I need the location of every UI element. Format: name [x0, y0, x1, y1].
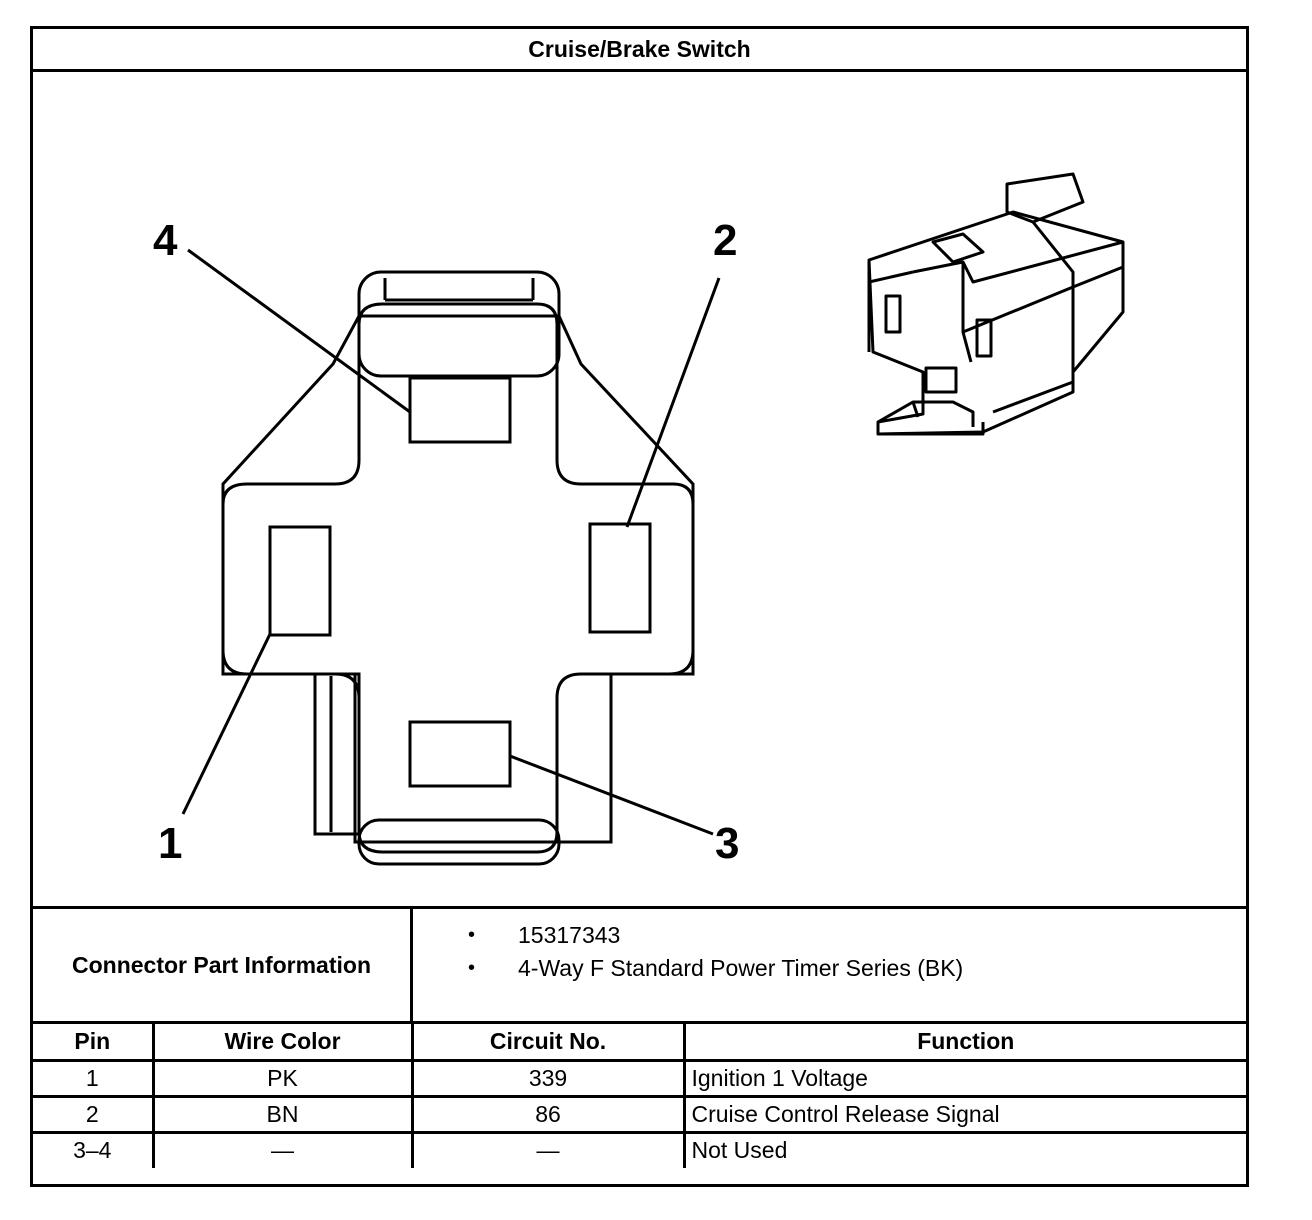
- page-title: Cruise/Brake Switch: [33, 29, 1246, 72]
- connector-face-drawing: [181, 248, 721, 866]
- leader-line-1: [181, 633, 272, 815]
- cavity-pin-3: [408, 720, 512, 788]
- cavity-pin-2: [588, 522, 652, 634]
- header-circuit-no: Circuit No.: [410, 1024, 686, 1062]
- header-pin: Pin: [33, 1024, 155, 1062]
- connector-bottom-tab: [357, 818, 561, 866]
- table-row: 1 PK 339 Ignition 1 Voltage: [33, 1058, 1246, 1098]
- part-number: 15317343: [518, 922, 621, 948]
- cell-circuit-no: 86: [410, 1094, 686, 1134]
- cavity-pin-4: [408, 376, 512, 444]
- table-header-row: Pin Wire Color Circuit No. Function: [33, 1024, 1246, 1062]
- leader-line-2: [625, 277, 721, 528]
- header-wire-color: Wire Color: [151, 1024, 414, 1062]
- connector-key: [313, 672, 361, 836]
- cell-function: Ignition 1 Voltage: [682, 1058, 1246, 1098]
- connector-part-info: Connector Part Information • 15317343 • 4-…: [33, 906, 1246, 1024]
- leader-line-3: [509, 754, 714, 836]
- cell-wire-color: —: [151, 1130, 414, 1168]
- connector-top-tab: [357, 270, 561, 378]
- cell-circuit-no: 339: [410, 1058, 686, 1098]
- cell-pin: 1: [33, 1058, 155, 1098]
- cell-pin: 3–4: [33, 1130, 155, 1168]
- pinout-table: Pin Wire Color Circuit No. Function 1 PK…: [33, 1024, 1246, 1168]
- cell-wire-color: PK: [151, 1058, 414, 1098]
- connector-mating-face: [221, 302, 695, 854]
- bullet-icon: •: [468, 924, 476, 946]
- list-item: • 4-Way F Standard Power Timer Series (BK…: [468, 952, 1246, 985]
- leader-line-4: [187, 248, 411, 414]
- connector-sheet: Cruise/Brake Switch: [30, 26, 1249, 1187]
- cell-pin: 2: [33, 1094, 155, 1134]
- cell-function: Cruise Control Release Signal: [682, 1094, 1246, 1134]
- cell-wire-color: BN: [151, 1094, 414, 1134]
- connector-outer-shell: [221, 314, 695, 844]
- callout-1: 1: [158, 819, 182, 868]
- connector-part-info-list: • 15317343 • 4-Way F Standard Power Timer …: [413, 909, 1246, 1021]
- connector-diagram: 4 2 1 3: [33, 72, 1252, 906]
- table-row: 3–4 — — Not Used: [33, 1130, 1246, 1168]
- cell-circuit-no: —: [410, 1130, 686, 1168]
- callout-3: 3: [715, 819, 739, 868]
- header-function: Function: [682, 1024, 1246, 1062]
- table-row: 2 BN 86 Cruise Control Release Signal: [33, 1094, 1246, 1134]
- callout-2: 2: [713, 216, 737, 265]
- cavity-pin-1: [268, 525, 332, 637]
- connector-description: 4-Way F Standard Power Timer Series (BK): [518, 955, 964, 981]
- connector-isometric-illustration: [867, 172, 1125, 436]
- list-item: • 15317343: [468, 919, 1246, 952]
- cell-function: Not Used: [682, 1130, 1246, 1168]
- connector-part-info-label: Connector Part Information: [33, 909, 413, 1021]
- callout-4: 4: [153, 216, 178, 265]
- bullet-icon: •: [468, 957, 476, 979]
